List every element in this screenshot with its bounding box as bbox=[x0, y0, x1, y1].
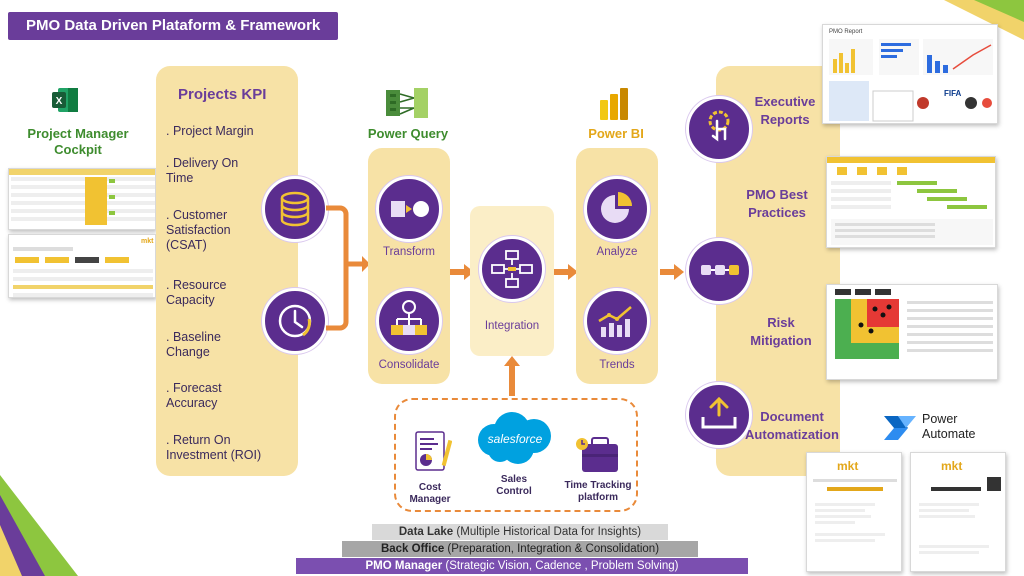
cost-manager-line1: Cost bbox=[418, 482, 442, 493]
analyze-label: Analyze bbox=[596, 246, 638, 258]
cost-manager-line2: Manager bbox=[409, 494, 451, 505]
corner-decoration-bottom-left bbox=[0, 475, 78, 576]
best-practices-line1: PMO Best bbox=[746, 187, 808, 202]
executive-reports-line1: Executive bbox=[754, 94, 816, 109]
risk-mitigation-line2: Mitigation bbox=[750, 333, 812, 348]
document-automatization-line2: Automatization bbox=[745, 427, 839, 442]
kpi-item-csat: . Customer Satisfaction (CSAT) bbox=[166, 208, 231, 252]
database-icon bbox=[262, 176, 328, 242]
pmo-report-title: PMO Report bbox=[829, 29, 863, 35]
trends-icon bbox=[584, 288, 650, 354]
transform-label: Transform bbox=[383, 246, 435, 258]
fifa-logo: FIFA bbox=[944, 89, 962, 98]
consolidate-label: Consolidate bbox=[378, 359, 440, 371]
document-thumbnail-2: mkt bbox=[910, 452, 1006, 572]
kpi-item-roi: . Return On Investment (ROI) bbox=[166, 433, 262, 462]
executive-reports-line2: Reports bbox=[760, 112, 810, 127]
data-sources-box bbox=[394, 398, 638, 512]
cockpit-label-line2: Cockpit bbox=[54, 142, 102, 157]
kpi-connector-arrow bbox=[326, 205, 370, 331]
back-office-bold: Back Office bbox=[380, 543, 445, 555]
pmo-best-practices-thumbnail bbox=[826, 156, 996, 248]
time-tracking-line2: platform bbox=[578, 492, 618, 503]
arrow-to-outputs bbox=[660, 264, 684, 280]
executive-reports-icon bbox=[686, 96, 752, 162]
cockpit-label-line1: Project Manager bbox=[27, 126, 129, 141]
document-1-logo: mkt bbox=[837, 459, 859, 473]
document-thumbnail-1: mkt bbox=[806, 452, 902, 572]
svg-text:mkt: mkt bbox=[141, 238, 154, 245]
salesforce-logo: salesforce bbox=[472, 408, 558, 468]
document-automatization-line1: Document bbox=[760, 409, 824, 424]
risk-matrix-thumbnail bbox=[826, 284, 998, 380]
pmo-manager-bold: PMO Manager bbox=[365, 560, 443, 572]
transform-icon bbox=[376, 176, 442, 242]
power-bi-title: Power BI bbox=[588, 126, 644, 141]
back-office-text: (Preparation, Integration & Consolidatio… bbox=[444, 543, 660, 555]
salesforce-logo-text: salesforce bbox=[487, 432, 543, 446]
pmo-report-thumbnail: PMO Report FIFA bbox=[822, 24, 998, 124]
power-automate-line1: Power bbox=[922, 412, 958, 426]
projects-kpi-title: Projects KPI bbox=[178, 86, 267, 103]
trends-label: Trends bbox=[599, 359, 635, 371]
svg-text:X: X bbox=[56, 96, 63, 107]
corner-decoration-top-right bbox=[944, 0, 1024, 40]
time-tracking-icon bbox=[574, 436, 624, 476]
cockpit-dashboard-thumbnail: mkt bbox=[8, 234, 156, 298]
consolidate-icon bbox=[376, 288, 442, 354]
document-2-logo: mkt bbox=[941, 459, 963, 473]
data-lake-text: (Multiple Historical Data for Insights) bbox=[453, 526, 642, 538]
kpi-item-baseline-change: . Baseline Change bbox=[166, 330, 221, 359]
arrow-sources-to-integration bbox=[504, 356, 520, 396]
cockpit-table-thumbnail bbox=[8, 168, 156, 230]
arrow-to-integration bbox=[450, 264, 474, 280]
kpi-item-resource-capacity: . Resource Capacity bbox=[166, 278, 227, 307]
risk-mitigation-line1: Risk bbox=[767, 315, 795, 330]
back-office-bar: Back Office (Preparation, Integration & … bbox=[342, 541, 698, 557]
cost-manager-icon bbox=[412, 430, 453, 476]
kpi-item-project-margin: . Project Margin bbox=[166, 124, 254, 138]
power-query-title: Power Query bbox=[367, 126, 449, 141]
best-practices-icon bbox=[686, 238, 752, 304]
arrow-to-power-bi bbox=[554, 264, 578, 280]
page-title: PMO Data Driven Plataform & Framework bbox=[8, 12, 339, 40]
time-tracking-line1: Time Tracking bbox=[564, 480, 632, 491]
power-automate-icon bbox=[884, 416, 916, 440]
integration-label: Integration bbox=[484, 320, 540, 332]
analyze-icon bbox=[584, 176, 650, 242]
data-lake-bold: Data Lake bbox=[398, 526, 454, 538]
sales-control-line2: Control bbox=[496, 486, 532, 497]
excel-icon: X bbox=[52, 88, 78, 112]
kpi-item-delivery-on-time: . Delivery On Time bbox=[166, 156, 239, 185]
clock-icon bbox=[262, 288, 328, 354]
integration-icon bbox=[479, 236, 545, 302]
document-upload-icon bbox=[686, 382, 752, 448]
power-query-icon bbox=[386, 86, 428, 120]
sales-control-line1: Sales bbox=[500, 474, 528, 485]
projects-kpi-panel bbox=[156, 66, 298, 476]
power-bi-icon bbox=[598, 86, 632, 122]
best-practices-line2: Practices bbox=[748, 205, 806, 220]
data-lake-bar: Data Lake (Multiple Historical Data for … bbox=[372, 524, 668, 540]
pmo-manager-text: (Strategic Vision, Cadence , Problem Sol… bbox=[442, 560, 679, 572]
pmo-manager-bar: PMO Manager (Strategic Vision, Cadence ,… bbox=[296, 558, 748, 574]
kpi-item-forecast-accuracy: . Forecast Accuracy bbox=[166, 381, 222, 410]
power-automate-line2: Automate bbox=[922, 427, 976, 441]
